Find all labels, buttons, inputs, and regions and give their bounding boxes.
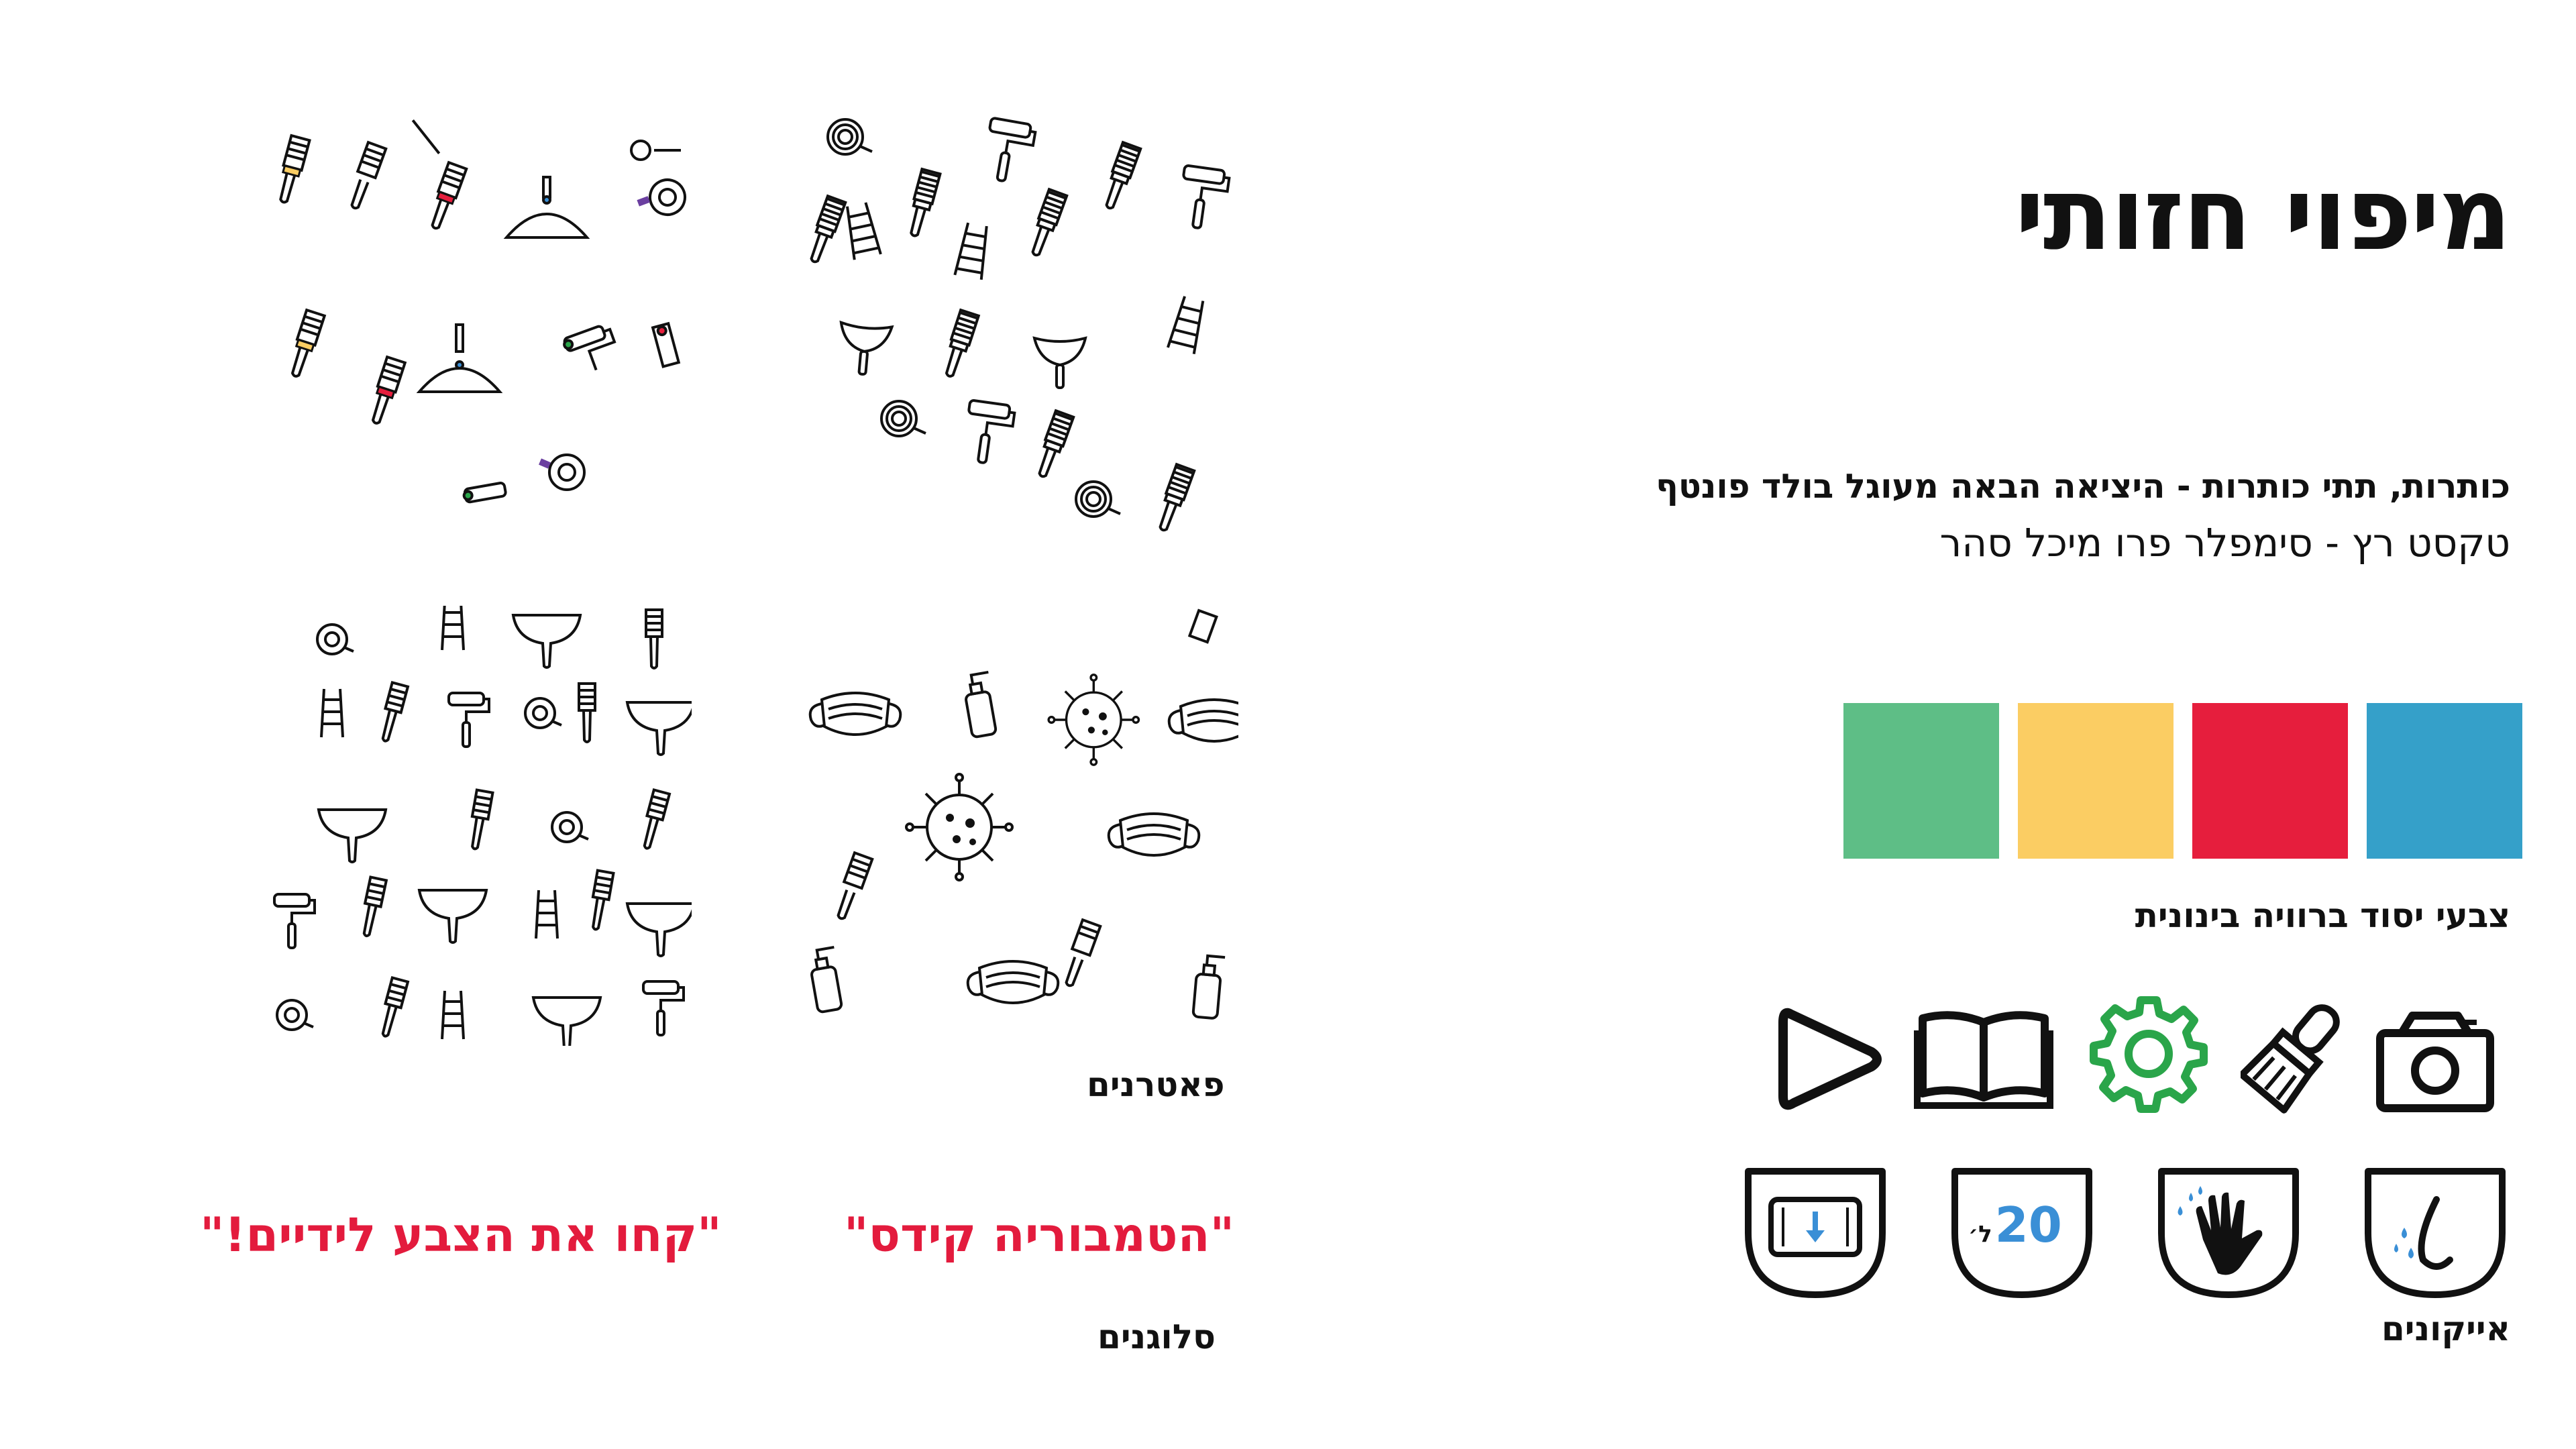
icons-section-label: אייקונים <box>2381 1309 2510 1348</box>
slogan-take-the-paint: "קחו את הצבע לידיים!" <box>200 1208 722 1263</box>
color-swatch-yellow <box>2018 703 2174 859</box>
page-title: מיפוי חזותי <box>2015 156 2512 273</box>
camera-icon <box>2375 1006 2496 1114</box>
twenty-liters-icon: ל׳ 20 <box>1949 1166 2094 1300</box>
slogan-tembooria-kids: "הטמבוריה קידס" <box>844 1208 1235 1263</box>
liters-number: 20 <box>1994 1197 2062 1253</box>
tools-pattern-bw <box>798 97 1238 537</box>
color-palette <box>1843 703 2522 859</box>
play-icon <box>1771 1002 1885 1116</box>
covid-pattern <box>798 606 1238 1046</box>
tablet-download-icon <box>1743 1166 1888 1300</box>
patterns-section-label: פאטרנים <box>1087 1065 1225 1104</box>
open-book-icon <box>1913 1006 2054 1114</box>
color-swatch-red <box>2192 703 2348 859</box>
nose-drops-icon <box>2363 1166 2508 1300</box>
tools-pattern-color <box>252 97 692 537</box>
slogans-section-label: סלוגנים <box>1097 1318 1216 1356</box>
tools-pattern-grid <box>252 606 692 1046</box>
typography-body-note: טקסט רץ - סימפלר פרו מיכל סהר <box>1939 520 2510 566</box>
typography-headings-note: כותרות, תתי כותרות - היציאה הבאה מעוגל ב… <box>1656 467 2510 506</box>
color-swatch-green <box>1843 703 1999 859</box>
palette-label: צבעי יסוד ברוויה בינונית <box>2135 896 2510 935</box>
hand-washing-icon <box>2156 1166 2301 1300</box>
liters-unit: ל׳ <box>1968 1221 1992 1248</box>
gear-icon <box>2085 990 2212 1118</box>
color-swatch-blue <box>2367 703 2522 859</box>
paint-brush-icon <box>2241 993 2355 1114</box>
